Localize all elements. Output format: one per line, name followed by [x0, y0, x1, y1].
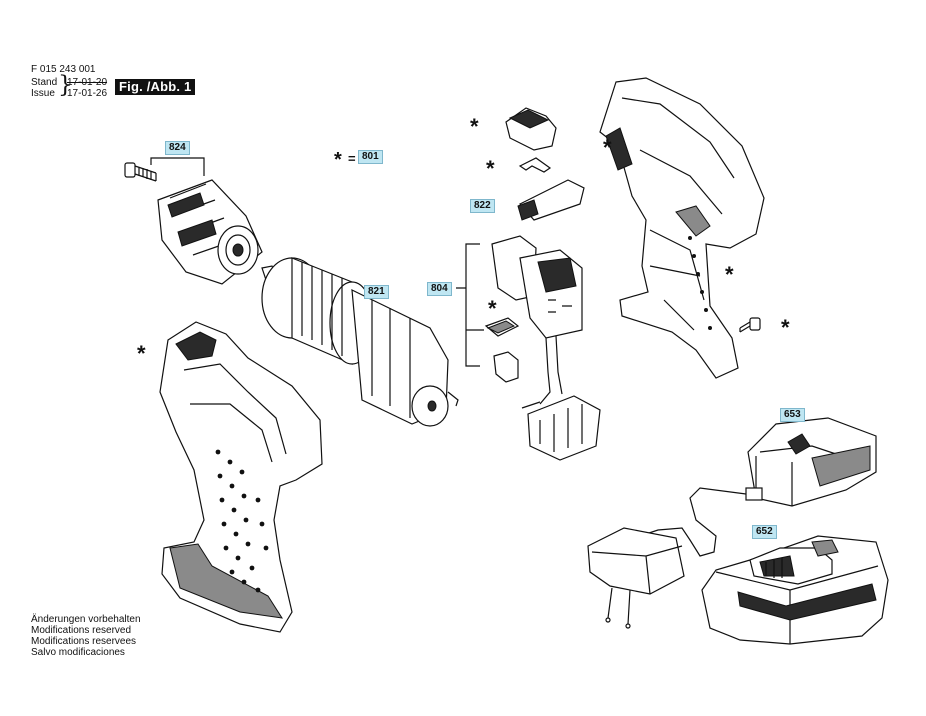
- chuck-screw: [124, 162, 157, 182]
- issue-date: 17-01-26: [67, 88, 108, 99]
- housing-half-right: [599, 77, 765, 379]
- switch-spring: [518, 157, 552, 173]
- bracket-804: [456, 243, 484, 367]
- callout-821: 821: [364, 285, 389, 299]
- charger-653: [745, 417, 877, 507]
- keyless-chuck: [157, 179, 263, 285]
- star-marker-switch-cap: *: [470, 114, 479, 139]
- legend-equals: =: [348, 151, 356, 166]
- footer-note-fr: Modifications reservees: [31, 636, 137, 647]
- footer-note-de: Änderungen vorbehalten: [31, 614, 141, 625]
- document-number: F 015 243 001: [31, 64, 96, 75]
- star-marker-switch-part: *: [488, 296, 497, 321]
- star-marker-screw: *: [781, 315, 790, 340]
- switch-cap: [505, 107, 557, 151]
- bracket-824: [150, 157, 205, 176]
- callout-824: 824: [165, 141, 190, 155]
- gearbox-motor: [261, 257, 459, 427]
- figure-label: Fig. /Abb. 1: [115, 79, 196, 95]
- mains-plug: [587, 527, 685, 629]
- stand-date: 17-01-20: [67, 77, 108, 88]
- legend-ref-801: 801: [358, 150, 383, 164]
- callout-822: 822: [470, 199, 495, 213]
- footer-note-en: Modifications reserved: [31, 625, 132, 636]
- star-marker-housing-left: *: [137, 341, 146, 366]
- housing-half-left: [159, 321, 323, 633]
- callout-653: 653: [780, 408, 805, 422]
- battery-652: [701, 535, 889, 645]
- star-marker-spring: *: [486, 156, 495, 181]
- housing-screw: [739, 317, 761, 333]
- callout-652: 652: [752, 525, 777, 539]
- star-marker-housing-top: *: [603, 135, 612, 160]
- callout-804: 804: [427, 282, 452, 296]
- issue-label: Issue: [31, 88, 55, 99]
- stand-label: Stand: [31, 77, 58, 88]
- date-brace: }: [58, 72, 73, 98]
- footer-note-es: Salvo modificaciones: [31, 647, 125, 658]
- switch-slider-822: [517, 179, 585, 221]
- star-marker-housing-right: *: [725, 262, 734, 287]
- switch-804: [484, 235, 601, 461]
- legend-star: *: [334, 149, 342, 171]
- charger-cable: [639, 487, 747, 557]
